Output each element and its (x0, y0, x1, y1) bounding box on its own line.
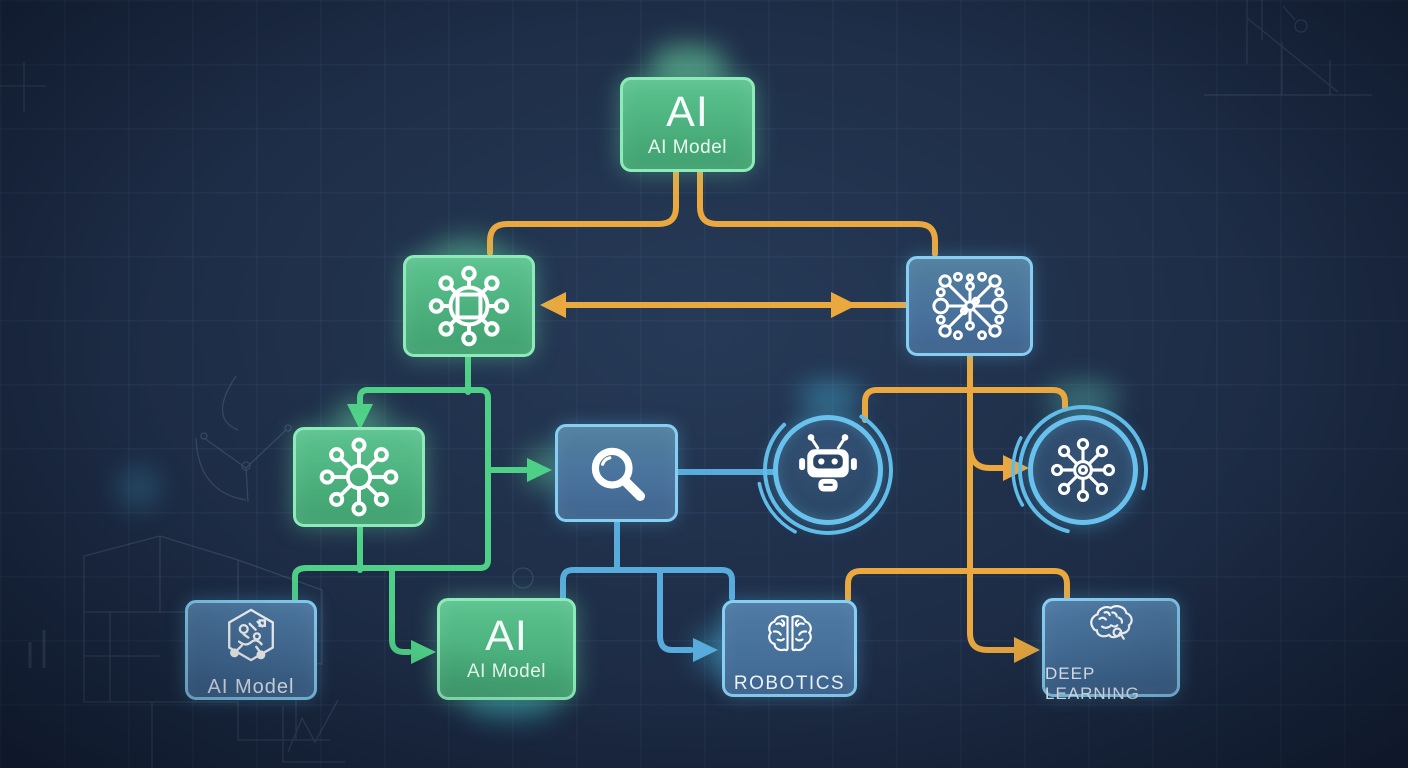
wire-neural-trunk (967, 353, 1019, 653)
wire-blue-bar (560, 567, 735, 601)
wire-root-to-neural (697, 169, 938, 257)
node-hub[interactable] (293, 427, 425, 527)
wire-to-network-badge (967, 439, 1008, 471)
node-ai-center-title: AI (485, 612, 528, 660)
node-deep-learning-label: DEEP LEARNING (1045, 663, 1140, 703)
badge-robot[interactable] (773, 415, 883, 525)
arrowhead-left (540, 292, 566, 318)
arrowhead-network-badge (1003, 455, 1029, 481)
node-root-subtitle: AI Model (648, 136, 727, 158)
node-ai-model-left[interactable]: AI Model (185, 600, 317, 700)
arrowhead-ai-center (411, 640, 436, 664)
node-ai-model-left-label: AI Model (207, 675, 295, 698)
chip-network-icon (425, 262, 513, 350)
neural-network-icon (927, 263, 1013, 349)
node-root[interactable]: AI AI Model (620, 77, 755, 172)
robot-icon (791, 433, 865, 507)
node-neural[interactable] (906, 256, 1033, 356)
node-chip[interactable] (403, 255, 535, 357)
wire-robotics-deeplearning (845, 568, 1070, 602)
arrowhead-right (831, 292, 857, 318)
hub-network-icon (316, 434, 402, 520)
node-robotics[interactable]: ROBOTICS (722, 600, 857, 697)
wire-to-robotics (657, 567, 694, 653)
hub-network-icon (1048, 435, 1118, 505)
glow-spot (798, 382, 862, 412)
node-robotics-label: ROBOTICS (733, 672, 846, 694)
wire-to-ai-center (389, 565, 412, 655)
wire-root-to-chip (487, 169, 679, 256)
node-ai-center-subtitle: AI Model (467, 661, 546, 682)
magnifier-icon (577, 433, 657, 513)
badge-network[interactable] (1028, 415, 1138, 525)
brain-side-icon (1079, 592, 1143, 656)
node-search[interactable] (555, 424, 678, 522)
hexagon-circuit-icon (218, 602, 284, 668)
node-deep-learning[interactable]: DEEP LEARNING (1042, 598, 1180, 703)
brain-front-icon (759, 603, 821, 665)
glow-spot (116, 466, 160, 510)
node-root-title: AI (666, 87, 709, 136)
glow-spot (1046, 382, 1120, 414)
node-ai-center[interactable]: AI AI Model (437, 598, 576, 700)
wire-neural-bar (862, 387, 1068, 423)
arrowhead-deeplearning (1014, 637, 1040, 663)
